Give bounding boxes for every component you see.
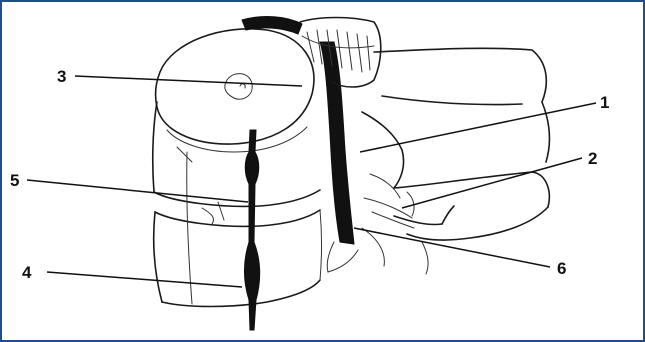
leader-line-4	[47, 272, 242, 287]
leader-line-6	[354, 228, 550, 267]
lower-vertebral-body	[154, 152, 322, 307]
label-4: 4	[22, 263, 32, 282]
lamina-top	[242, 17, 381, 87]
upper-vertebral-body	[153, 29, 314, 192]
leader-line-5	[27, 180, 248, 202]
posterior-ligament	[320, 42, 354, 244]
label-5: 5	[10, 171, 19, 190]
label-1: 1	[600, 93, 609, 112]
label-2: 2	[588, 149, 597, 168]
leader-line-1	[360, 103, 596, 152]
anterior-vessel	[244, 130, 259, 330]
leader-lines	[27, 76, 596, 287]
leader-line-2	[402, 158, 582, 208]
leader-line-3	[75, 76, 302, 86]
label-6: 6	[557, 259, 566, 278]
label-3: 3	[57, 67, 66, 86]
posterior-arch	[327, 48, 549, 274]
